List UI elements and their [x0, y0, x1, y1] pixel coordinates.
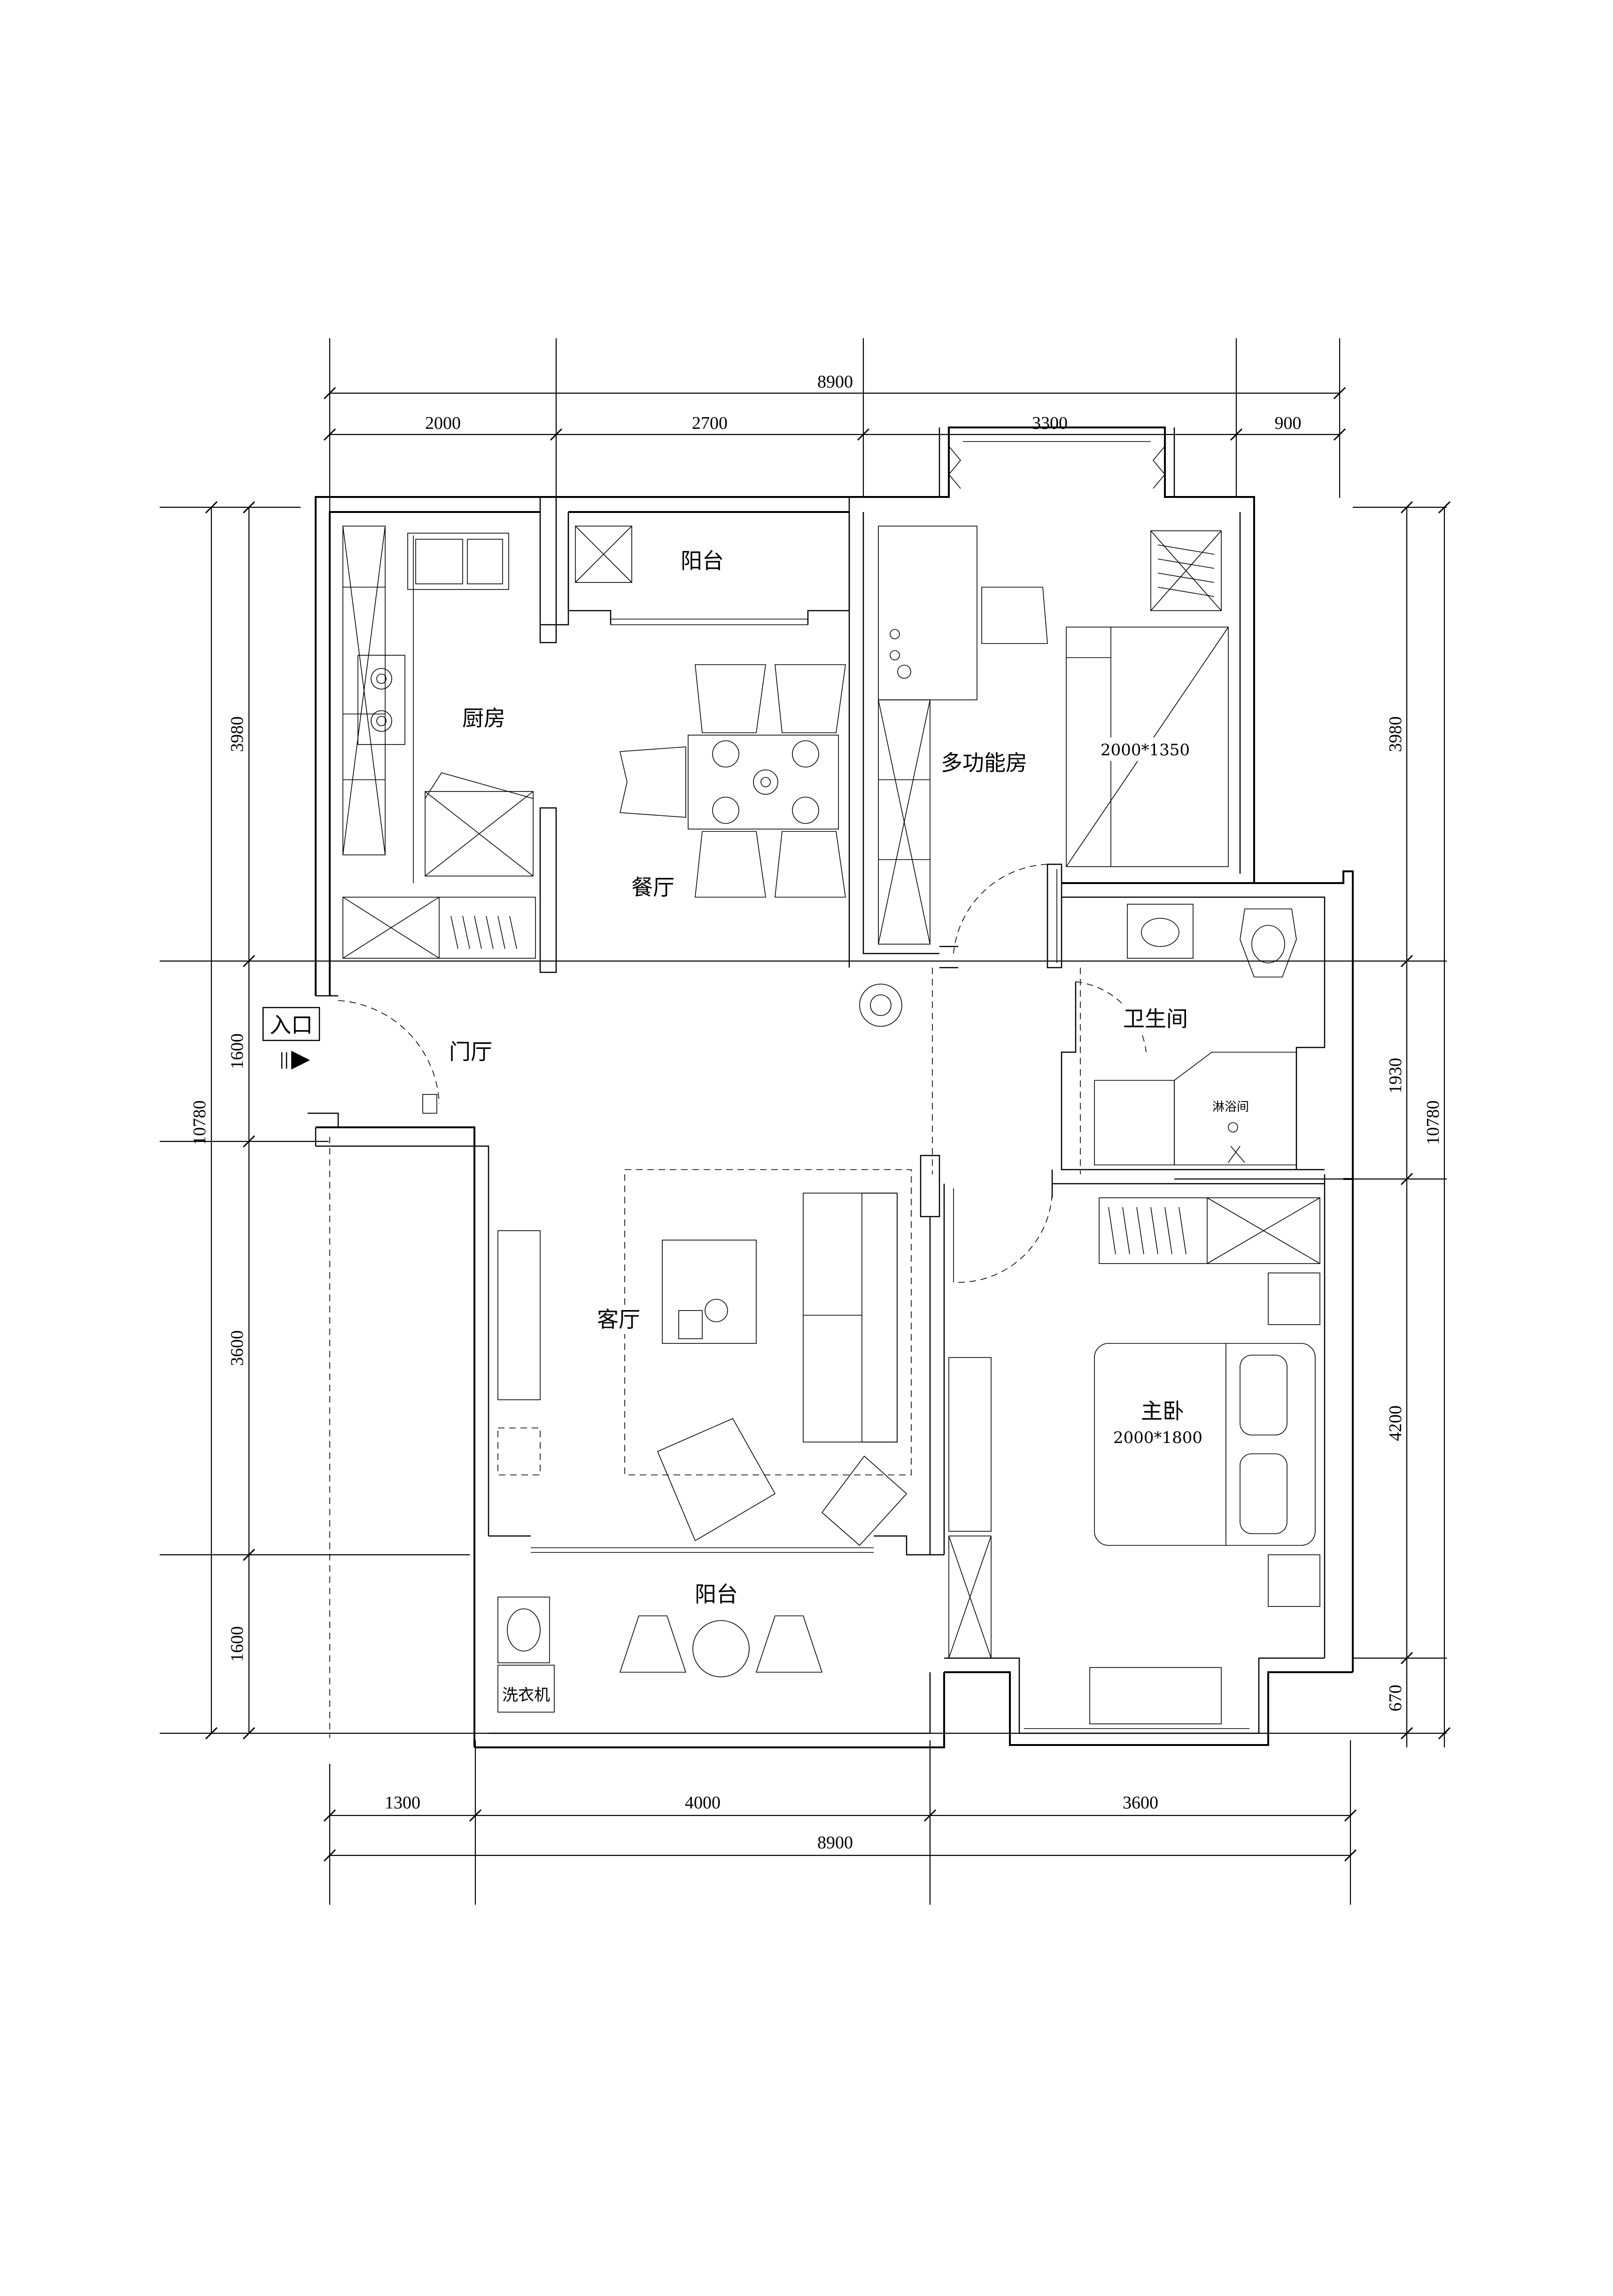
master-furniture	[948, 1197, 1320, 1729]
dim-top-4: 900	[1275, 413, 1302, 433]
dimension-left: 10780 3980 1600 3600 1600	[190, 501, 256, 1740]
chair-icon	[657, 1418, 776, 1542]
chair-icon	[695, 664, 766, 733]
dim-left-total: 10780	[190, 1101, 209, 1145]
dimension-top: 8900 2000 2700 3300 900	[323, 372, 1346, 441]
label-study-bed: 2000*1350	[1101, 741, 1190, 760]
toilet-icon	[1240, 908, 1297, 977]
doors	[338, 864, 1147, 1283]
label-bathroom: 卫生间	[1123, 1006, 1188, 1032]
label-washer: 洗衣机	[502, 1686, 550, 1705]
dim-right-2: 1930	[1386, 1058, 1405, 1094]
dim-right-1: 3980	[1386, 716, 1405, 752]
dim-top-total: 8900	[817, 372, 853, 392]
dim-top-3: 3300	[1032, 413, 1068, 433]
dim-right-4: 670	[1386, 1685, 1405, 1712]
label-living: 客厅	[597, 1307, 640, 1332]
dimension-bottom: 1300 4000 3600 8900	[323, 1793, 1357, 1862]
label-south-balcony: 阳台	[695, 1582, 738, 1607]
living-furniture	[497, 1169, 912, 1546]
plant-icon	[859, 984, 902, 1027]
label-north-balcony: 阳台	[681, 548, 724, 574]
label-foyer: 门厅	[449, 1039, 492, 1064]
dim-left-4: 1600	[227, 1626, 247, 1662]
label-dining: 餐厅	[631, 875, 675, 900]
bed-icon	[1094, 1343, 1316, 1546]
south-balcony-furniture	[497, 1597, 823, 1713]
walls	[308, 427, 1354, 1748]
study-rack	[1157, 544, 1215, 597]
dim-bottom-1: 1300	[385, 1793, 420, 1813]
dim-bottom-3: 3600	[1123, 1793, 1158, 1813]
dim-left-3: 3600	[227, 1330, 247, 1366]
dim-right-total: 10780	[1423, 1101, 1443, 1145]
dim-top-1: 2000	[425, 413, 461, 433]
sink-icon	[1127, 904, 1194, 959]
label-study: 多功能房	[941, 750, 1027, 776]
label-master-bed: 2000*1800	[1113, 1428, 1202, 1447]
label-master: 主卧	[1141, 1398, 1184, 1424]
dim-top-2: 2700	[692, 413, 728, 433]
chair-icon	[981, 587, 1048, 644]
dimension-right: 3980 1930 4200 670 10780	[1386, 501, 1451, 1747]
bathroom-furniture	[1094, 904, 1297, 1165]
study-furniture	[878, 441, 1229, 945]
kitchen-rack	[450, 915, 517, 949]
north-balcony-furniture	[575, 526, 632, 583]
dim-bottom-2: 4000	[685, 1793, 721, 1813]
dining-furniture	[620, 664, 846, 898]
entry-arrow-icon	[262, 1007, 320, 1070]
sink-icon	[407, 533, 509, 590]
master-rack	[1108, 1207, 1186, 1255]
label-kitchen: 厨房	[462, 706, 505, 731]
dim-left-2: 1600	[227, 1033, 247, 1069]
dim-left-1: 3980	[227, 716, 247, 752]
label-entry: 入口	[270, 1012, 313, 1038]
dim-bottom-total: 8900	[817, 1833, 853, 1853]
dim-right-3: 4200	[1386, 1405, 1405, 1441]
sink-icon	[497, 1597, 550, 1663]
bed-icon	[1066, 627, 1229, 867]
room-labels: 厨房 阳台 餐厅 多功能房 2000*1350 门厅 入口 卫生间 淋浴间 客厅…	[270, 547, 1249, 1705]
plant-icon	[753, 769, 778, 795]
stove-icon	[357, 655, 405, 745]
plant-icon	[705, 1299, 728, 1322]
kitchen-furniture	[342, 526, 536, 959]
label-shower: 淋浴间	[1212, 1100, 1249, 1114]
